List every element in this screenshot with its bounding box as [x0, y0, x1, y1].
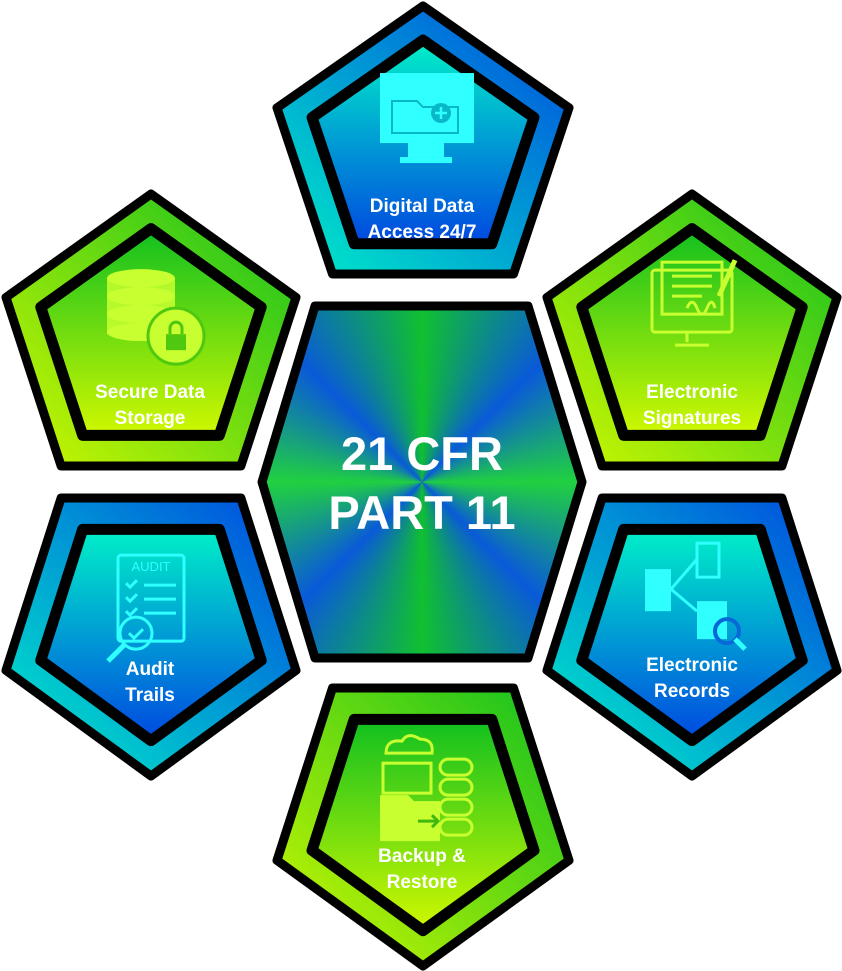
pentagon-audit-trails: AUDIT [1, 493, 301, 781]
center-title: 21 CFR PART 11 [272, 424, 572, 542]
center-title-line1: 21 CFR [341, 427, 503, 480]
label-backup-restore: Backup &Restore [378, 846, 466, 893]
pentagon-secure-data-storage [1, 189, 301, 471]
pentagon-digital-data-access [272, 1, 574, 279]
center-title-line2: PART 11 [328, 486, 516, 539]
pentagon-backup-restore [272, 683, 574, 971]
backup-server-icon [380, 734, 474, 842]
monitor-folder-icon [380, 73, 474, 164]
audit-checklist-icon: AUDIT [106, 553, 186, 663]
pentagon-electronic-records [542, 493, 842, 781]
pentagon-electronic-signatures [542, 189, 842, 471]
signature-monitor-icon [650, 259, 738, 347]
records-search-icon [645, 541, 747, 651]
database-lock-icon [107, 269, 206, 366]
svg-text:AUDIT: AUDIT [132, 559, 171, 574]
